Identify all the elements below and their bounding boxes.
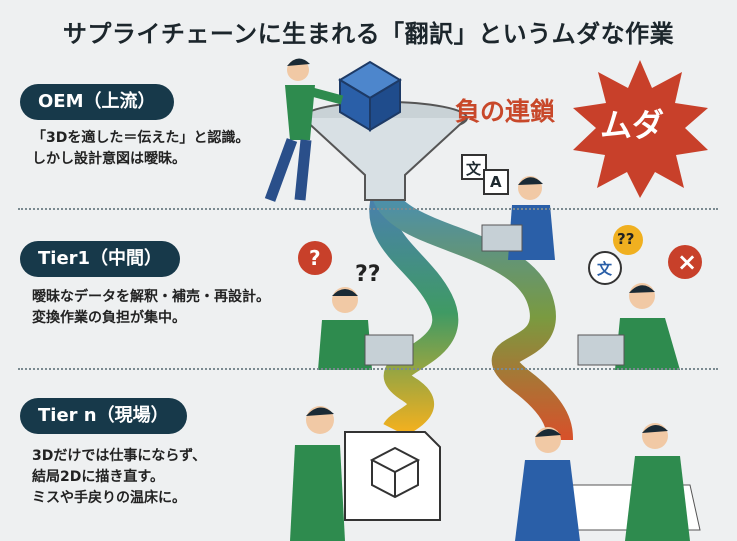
- translate-icon: [461, 154, 509, 195]
- question-bubble: [298, 241, 332, 275]
- qq-mark: ??: [617, 230, 635, 248]
- cube-icon: [338, 60, 402, 132]
- section-text-tier1: 曖昧なデータを解釈・補売・再設計。 変換作業の負担が集中。: [32, 289, 270, 326]
- confused-marks: ??: [355, 262, 381, 287]
- qq-bubble: [613, 225, 643, 255]
- tier1-confused-person-icon: [318, 287, 414, 370]
- x-mark: ×: [677, 248, 698, 276]
- tier1-right-person-icon: [577, 283, 680, 370]
- section-text-tiern: 3Dだけでは仕事にならず、 結局2Dに描き直す。 ミスや手戻りの温床に。: [32, 448, 207, 506]
- negative-chain-label: 負の連鎖: [455, 97, 556, 126]
- tier1-person-laptop-icon: [481, 176, 555, 260]
- tiern-two-persons-icon: [515, 423, 701, 541]
- section-text-oem: 「3Dを適した＝伝えた」と認識。 しかし設計意図は曖昧。: [32, 130, 250, 167]
- pipe-left: [369, 190, 459, 439]
- pipe-right: [372, 189, 573, 441]
- page-title: サプライチェーンに生まれる「翻訳」というムダな作業: [62, 20, 675, 48]
- tiern-person-drawing-icon: [290, 406, 441, 541]
- section-label-oem: OEM（上流）: [20, 84, 174, 120]
- section-label-tier1: Tier1（中間）: [20, 241, 181, 277]
- section-label-tiern: Tier n（現場）: [20, 398, 187, 434]
- divider: [18, 368, 718, 370]
- oem-person-icon: [264, 58, 344, 202]
- x-bubble: [668, 245, 702, 279]
- muda-badge-label: ムダ: [600, 106, 665, 144]
- muda-starburst: [573, 60, 708, 198]
- translate-from-glyph: 文: [466, 160, 482, 178]
- translate-to-glyph: A: [490, 173, 502, 191]
- divider: [18, 208, 718, 210]
- translate-bubble-glyph: 文: [597, 260, 613, 278]
- question-mark: ?: [309, 246, 321, 270]
- translate-bubble: [588, 251, 622, 285]
